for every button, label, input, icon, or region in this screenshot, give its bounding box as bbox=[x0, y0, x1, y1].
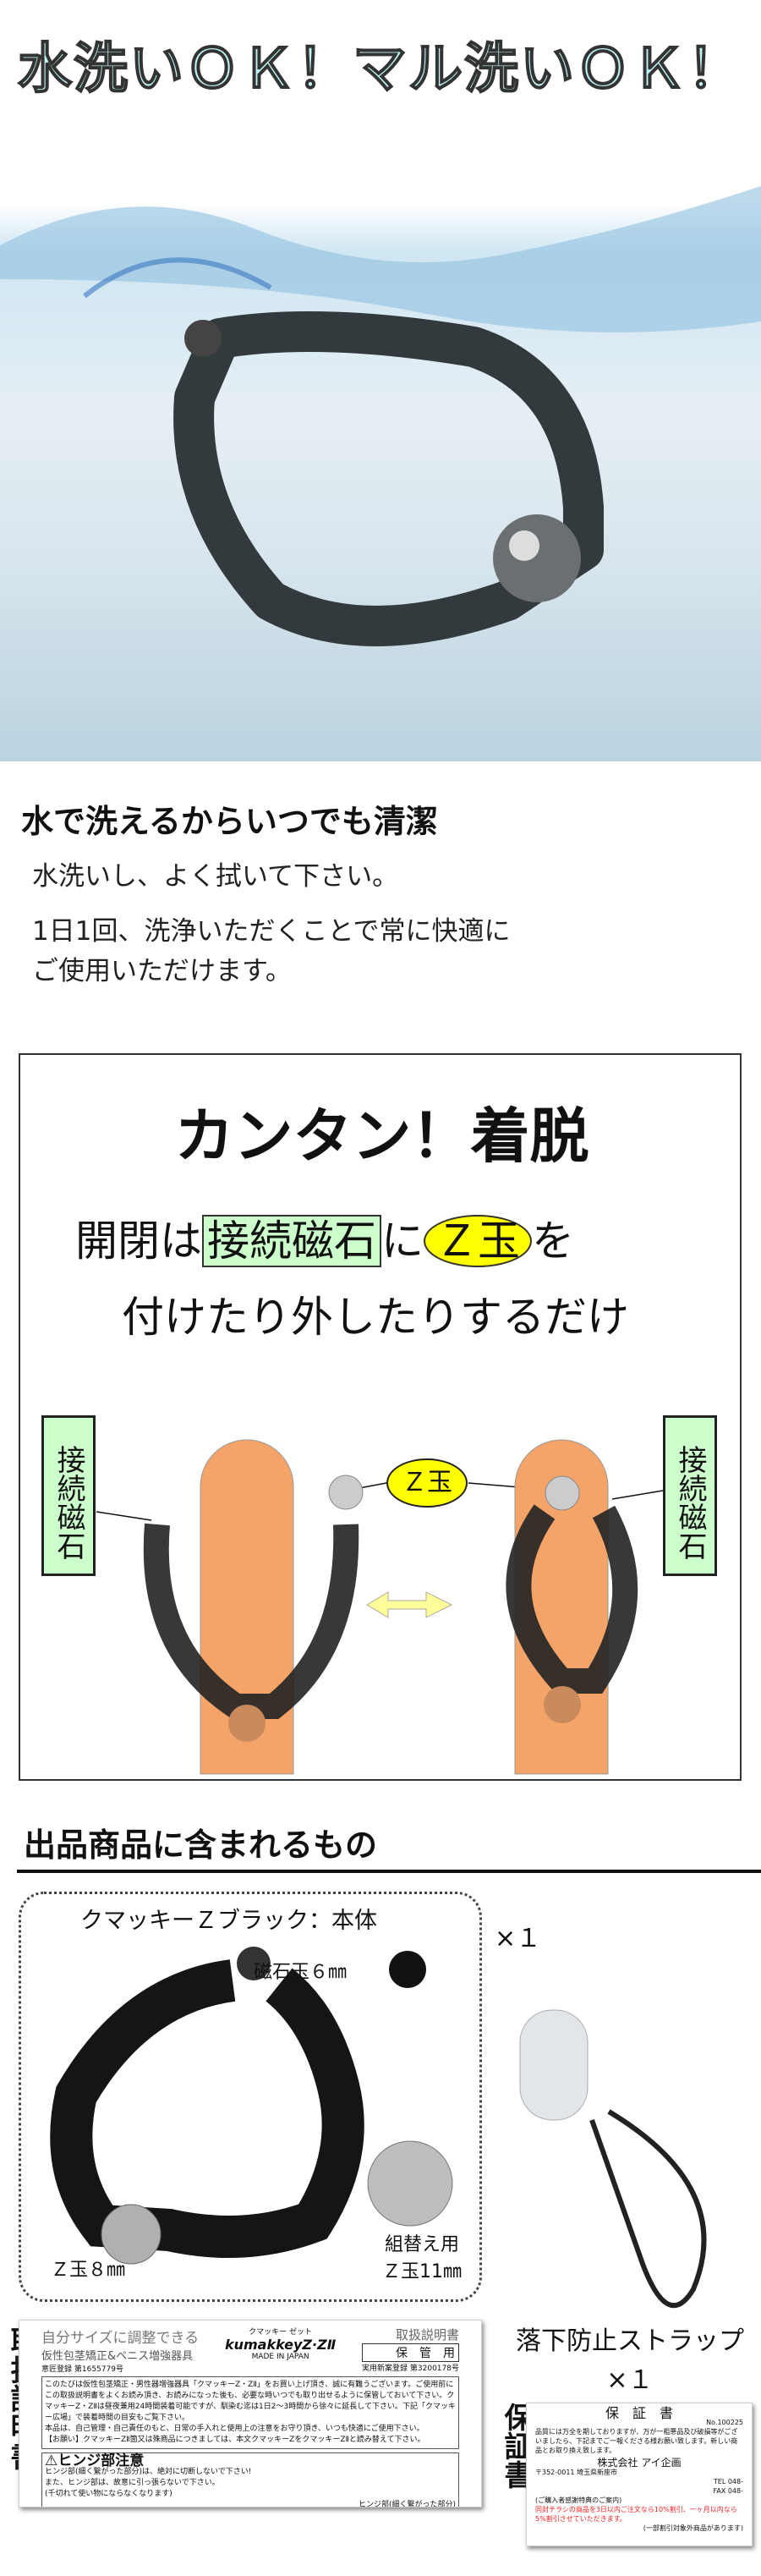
manual-p1: このたびは仮性包茎矯正・男性器増強器具「クマッキーZ・ZⅡ」をお買い上げ頂き、誠… bbox=[45, 2381, 456, 2422]
warn-1: ヒンジ部(細く繋がった部分)は、絶対に切断しないで下さい! bbox=[45, 2468, 252, 2476]
warn-3: (千切れて使い物にならなくなります) bbox=[45, 2490, 172, 2498]
warranty-card: 保 証 書 No.100225 品質には万全を期しておりますが、万が一粗悪品及び… bbox=[526, 2403, 753, 2546]
swap-arrow-icon bbox=[366, 1591, 453, 1618]
manual-l1: 自分サイズに調整できる bbox=[41, 2330, 200, 2347]
zball-highlight: Ｚ玉 bbox=[424, 1215, 532, 1267]
strap-label: 落下防止ストラップ ×１ bbox=[499, 2322, 761, 2400]
text-prefix: 開閉は bbox=[75, 1217, 202, 1266]
wash-heading: 水で洗えるからいつでも清潔 bbox=[21, 803, 438, 840]
body-qty: ×１ bbox=[495, 1924, 542, 1953]
spare-line-2: Ｚ玉11㎜ bbox=[382, 2261, 462, 2282]
brand-logo: kumakkeyZ·ZⅡ bbox=[224, 2337, 337, 2353]
doc-title: 取扱説明書 bbox=[395, 2327, 459, 2343]
label-magnet-right: 接続磁石 bbox=[663, 1415, 717, 1576]
easy-line-2: 付けたり外したりするだけ bbox=[122, 1293, 629, 1342]
magnet-ball-label: 磁石玉６㎜ bbox=[254, 1962, 348, 1983]
warranty-no: No.100225 bbox=[706, 2419, 743, 2426]
water-product-photo bbox=[0, 127, 761, 761]
warranty-text: 品質には万全を期しておりますが、万が一粗悪品及び破損等がございましたら、下記まで… bbox=[535, 2428, 738, 2454]
company-address: 〒352-0011 埼玉県新座市 bbox=[535, 2469, 618, 2476]
bracelet-in-water-image bbox=[0, 186, 761, 646]
magnet-highlight: 接続磁石 bbox=[202, 1215, 381, 1267]
attach-diagram bbox=[96, 1439, 664, 1775]
company-name: 株式会社 アイ企画 bbox=[597, 2457, 682, 2469]
manual-reg1: 意匠登録 第1655779号 bbox=[41, 2365, 123, 2374]
manual-p2: 本品は、自己管理・自己責任のもと、日常の手入れと使用上の注意をお守り頂き、いつも… bbox=[45, 2425, 424, 2433]
spare-line-1: 組替え用 bbox=[384, 2234, 459, 2255]
company-tel: TEL 048- bbox=[713, 2478, 743, 2485]
hinge-caption: ヒンジ部(細く繋がった部分) bbox=[358, 2501, 456, 2507]
divider bbox=[17, 1870, 761, 1873]
included-heading: 出品商品に含まれるもの bbox=[24, 1826, 378, 1864]
strap-title: 落下防止ストラップ bbox=[516, 2326, 744, 2356]
magnet-ball-image bbox=[389, 1951, 426, 1988]
warn-2: また、ヒンジ部は、故意に引っ張らないで下さい。 bbox=[45, 2479, 220, 2487]
main-body-box bbox=[19, 1892, 482, 2302]
warn-title: ⚠ヒンジ部注意 bbox=[45, 2454, 456, 2469]
made-in: MADE IN JAPAN bbox=[251, 2353, 309, 2361]
purchase-notice: (ご購入者感謝特典のご案内) bbox=[535, 2496, 622, 2504]
manual-reg2: 実用新案登録 第3200178号 bbox=[362, 2365, 459, 2373]
zball8-label: Ｚ玉８㎜ bbox=[51, 2260, 126, 2281]
included-items-image bbox=[50, 1947, 707, 2309]
strap-qty: ×１ bbox=[606, 2365, 654, 2395]
warn-title-text: ヒンジ部注意 bbox=[57, 2452, 145, 2469]
manual-document: 自分サイズに調整できる仮性包茎矯正&ペニス増強器具意匠登録 第1655779号 … bbox=[19, 2320, 482, 2507]
easy-title: カンタン！着脱 bbox=[174, 1101, 589, 1171]
company-fax: FAX 048- bbox=[713, 2487, 743, 2495]
manual-l2: 仮性包茎矯正&ペニス増強器具 bbox=[41, 2350, 194, 2363]
discount-note: (一部割引対象外商品があります) bbox=[643, 2524, 743, 2532]
label-zball: Ｚ玉 bbox=[386, 1458, 468, 1508]
manual-p3: 【お願い】クマッキーZⅡ箇又は殊商品につきましては、本文クマッキーZをクマッキー… bbox=[45, 2436, 425, 2444]
label-magnet-left: 接続磁石 bbox=[41, 1415, 96, 1576]
text-mid: に bbox=[381, 1217, 424, 1266]
banner-title: 水洗いＯＫ！マル洗いＯＫ！ bbox=[17, 37, 743, 102]
discount-text: 同封チラシの商品を3日以内ご注文なら10%割引、一ヶ月以内なら5%割引させていた… bbox=[535, 2506, 737, 2523]
warranty-title: 保 証 書 bbox=[605, 2405, 673, 2421]
warning-icon: ⚠ bbox=[45, 2452, 58, 2469]
keep-label: 保 管 用 bbox=[362, 2343, 459, 2362]
wash-line-3: ご使用いただけます。 bbox=[32, 956, 292, 986]
wash-line-1: 水洗いし、よく拭いて下さい。 bbox=[32, 861, 399, 892]
wash-line-2: 1日1回、洗浄いただくことで常に快適に bbox=[32, 916, 511, 947]
brand-kana: クマッキー ゼット bbox=[249, 2328, 313, 2337]
body-title: クマッキーＺブラック：本体 bbox=[80, 1908, 377, 1934]
text-suffix: を bbox=[532, 1217, 574, 1266]
spare-label: 組替え用 Ｚ玉11㎜ bbox=[382, 2229, 462, 2283]
